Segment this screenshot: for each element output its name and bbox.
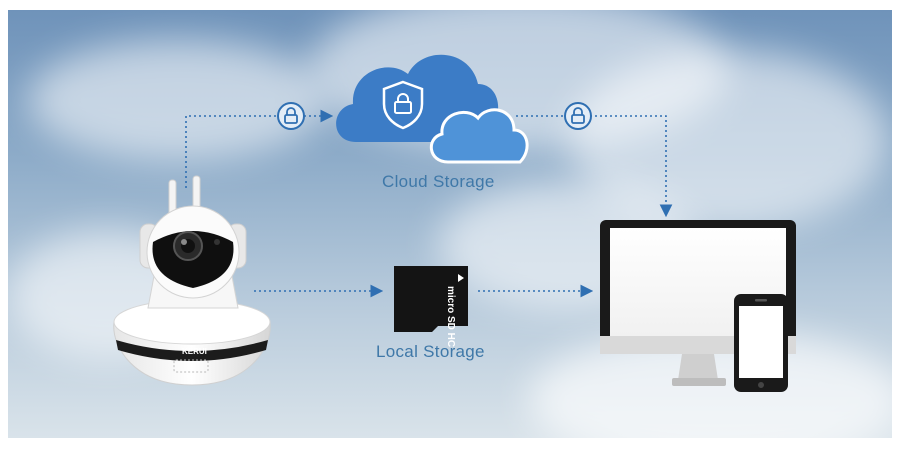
- connector-cloud-to-monitor: [516, 115, 673, 218]
- camera-brand: KERUI: [182, 347, 207, 356]
- lock-icon: [277, 102, 305, 130]
- connector-camera-to-cloud: [185, 109, 334, 188]
- diagram-stage: KERUI micro SD HC Cloud Storage Local St…: [8, 10, 892, 438]
- cloud-storage-label: Cloud Storage: [382, 172, 495, 191]
- bg-cloud: [28, 40, 328, 160]
- lock-icon: [564, 102, 592, 130]
- phone-icon: [734, 294, 788, 392]
- local-storage-label: Local Storage: [376, 342, 485, 361]
- camera-icon: KERUI: [113, 175, 271, 386]
- sd-card-icon: micro SD HC: [394, 266, 468, 347]
- cloud-shield-icon: [336, 54, 529, 164]
- sd-card-text: micro SD HC: [445, 286, 456, 347]
- diagram-svg: KERUI micro SD HC: [113, 54, 796, 392]
